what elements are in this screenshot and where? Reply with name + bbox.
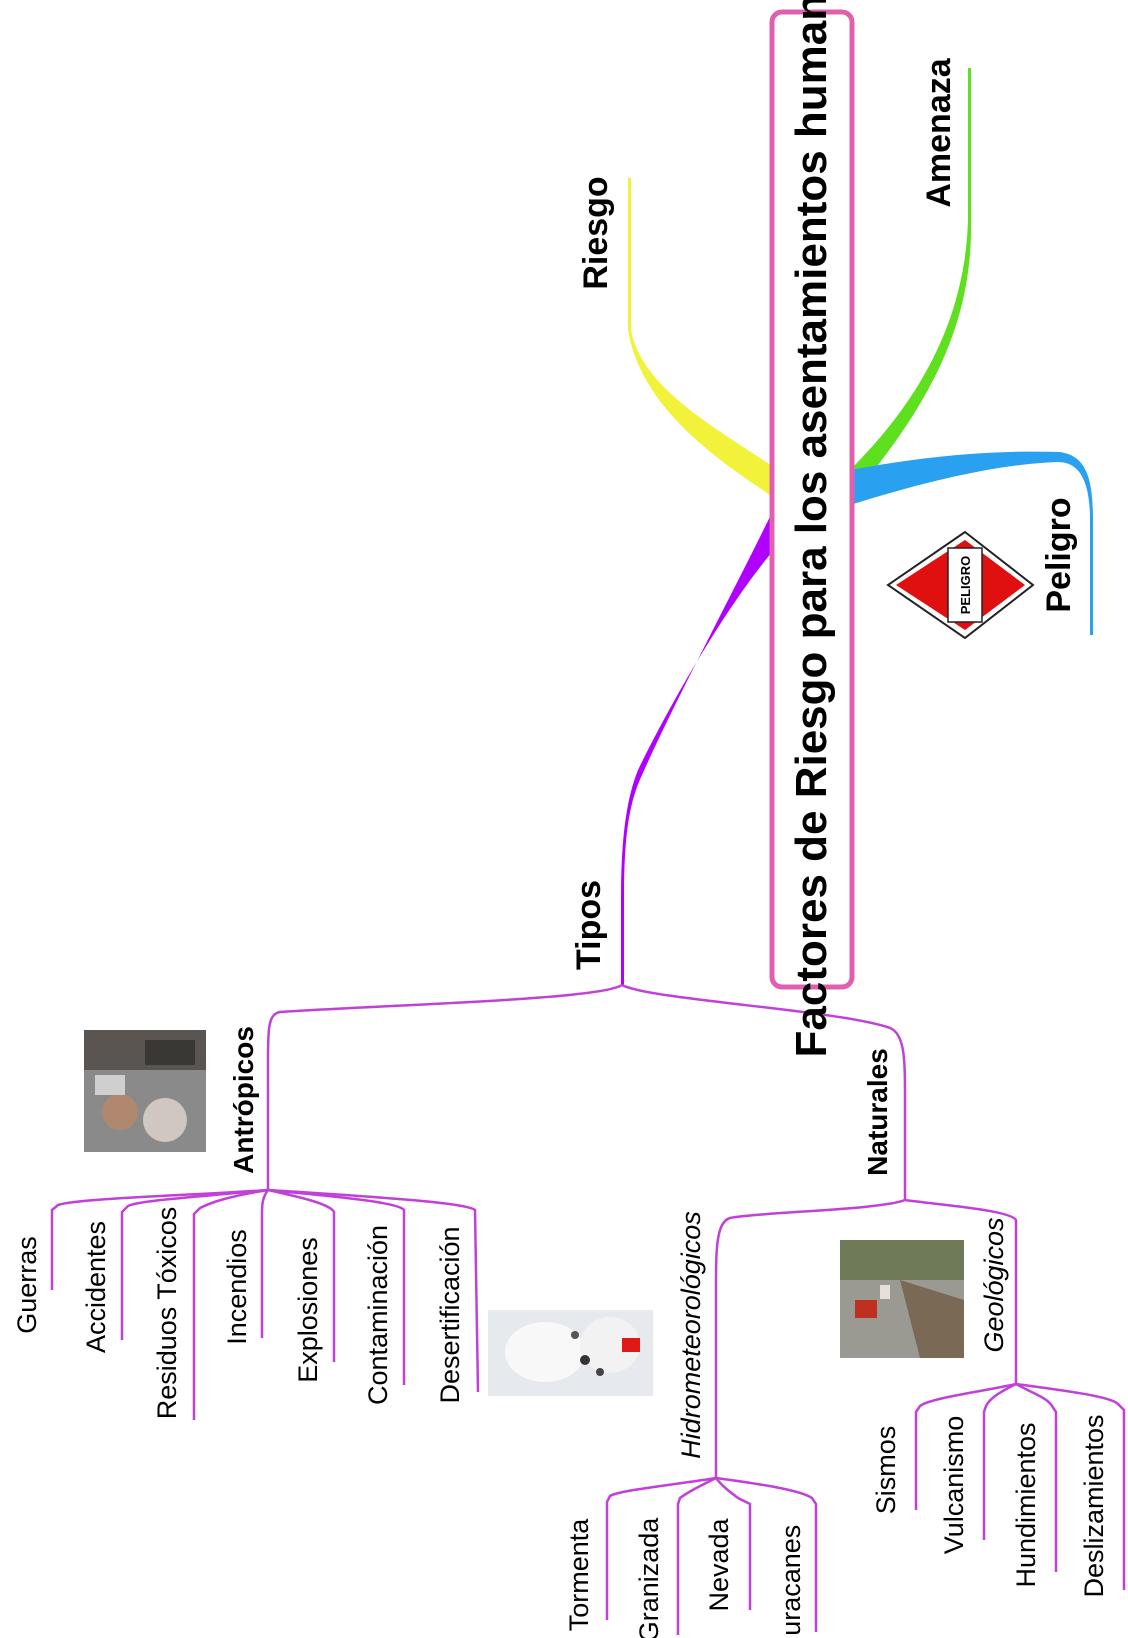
tree-lines [50,983,1126,1635]
geo-item-deslizamientos: Deslizamientos [1079,1414,1109,1597]
hidrometeorologicos-label: Hidrometeorológicos [676,1211,706,1459]
riesgo-label: Riesgo [577,176,615,289]
geo-item-sismos: Sismos [871,1426,901,1515]
antropicos-item-desertificacion: Desertificación [435,1226,465,1403]
hidro-item-tormenta: Tormenta [564,1518,594,1632]
hidro-item-nevada: Nevada [704,1517,734,1611]
geo-item-vulcanismo: Vulcanismo [939,1416,969,1555]
antropicos-label: Antrópicos [228,1026,259,1174]
antropicos-item-contaminacion: Contaminación [363,1225,393,1405]
hidro-item-granizada: Granizada [634,1517,664,1638]
crowd-photo-icon [84,1030,206,1152]
snowstorm-photo-icon [488,1310,653,1396]
peligro-warning-sign-icon: PELIGRO [886,530,1035,640]
peligro-label: Peligro [1040,497,1078,612]
antropicos-item-accidentes: Accidentes [81,1221,111,1353]
naturales-label: Naturales [862,1048,893,1176]
landslide-photo-icon [840,1240,964,1358]
geo-item-hundimientos: Hundimientos [1011,1422,1041,1587]
riesgo-branch [628,178,778,500]
peligro-branch [850,451,1093,635]
hidro-item-huracanes: Huracanes [776,1525,806,1638]
peligro-sign-text: PELIGRO [958,556,973,615]
amenaza-label: Amenaza [920,57,958,207]
tipos-label: Tipos [570,880,608,970]
amenaza-branch [850,68,972,500]
tipos-branch [621,500,778,985]
geologicos-label: Geológicos [979,1217,1009,1352]
antropicos-item-residuos-toxicos: Residuos Tóxicos [152,1207,182,1420]
antropicos-item-explosiones: Explosiones [293,1237,323,1383]
antropicos-item-guerras: Guerras [12,1236,42,1334]
antropicos-item-incendios: Incendios [222,1229,252,1345]
title-box [769,9,855,990]
main-title: Factores de Riesgo para los asentamiento… [787,0,836,1058]
